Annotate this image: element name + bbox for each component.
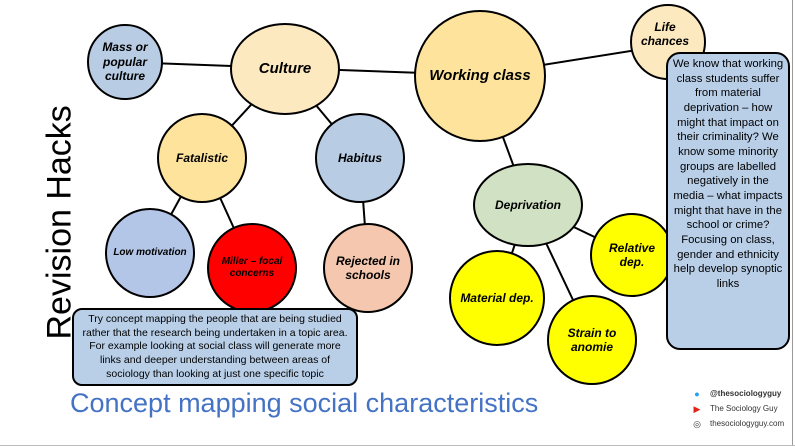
slide-title: Concept mapping social characteristics	[70, 388, 539, 418]
node-fatalistic: Fatalistic	[157, 113, 247, 203]
globe-icon: ◎	[693, 419, 701, 429]
node-miller: Miller – focal concerns	[207, 223, 297, 313]
youtube-link[interactable]: ▶The Sociology Guy	[690, 403, 778, 415]
node-material-dep: Material dep.	[449, 250, 545, 346]
twitter-link[interactable]: ●@thesociologyguy	[690, 388, 781, 400]
slide-border-bottom	[0, 445, 795, 446]
youtube-icon: ▶	[693, 404, 701, 414]
node-mass-culture: Mass or popular culture	[87, 24, 163, 100]
node-low-motivation: Low motivation	[105, 208, 195, 298]
node-habitus: Habitus	[315, 113, 405, 203]
question-box: We know that working class students suff…	[666, 52, 790, 350]
node-strain-to-anomie: Strain to anomie	[547, 295, 637, 385]
node-relative-dep: Relative dep.	[590, 213, 674, 297]
website-link[interactable]: ◎thesociologyguy.com	[690, 418, 784, 430]
slide-border	[792, 0, 793, 445]
tip-box: Try concept mapping the people that are …	[72, 308, 358, 387]
node-working-class: Working class	[414, 10, 546, 142]
node-deprivation: Deprivation	[473, 163, 583, 247]
side-title: Revision Hacks	[40, 105, 79, 340]
node-rejected-in-schools: Rejected in schools	[323, 223, 413, 313]
node-culture: Culture	[230, 23, 340, 115]
twitter-icon: ●	[694, 389, 700, 399]
